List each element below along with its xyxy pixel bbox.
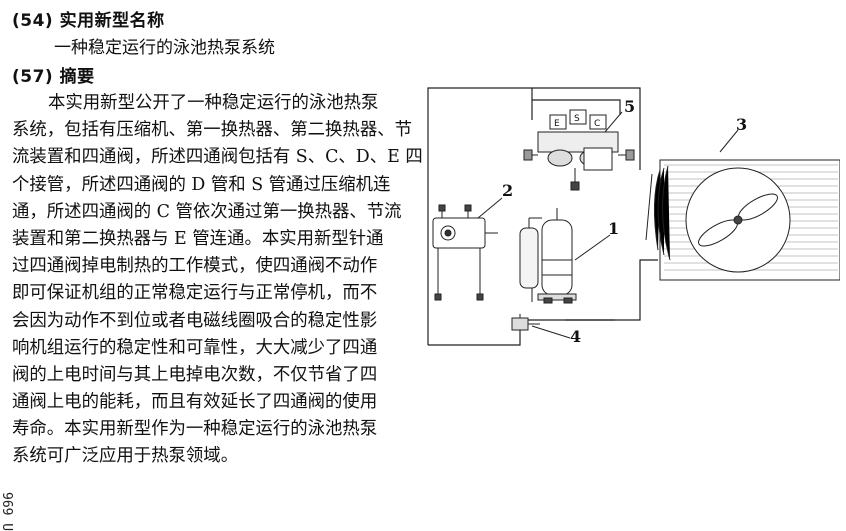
margin-document-code: 969 U <box>0 492 14 531</box>
abstract-line: 通，所述四通阀的 C 管依次通过第一换热器、节流 <box>12 201 402 222</box>
valve-port-s <box>569 109 587 125</box>
second-heat-exchanger <box>645 159 840 281</box>
abstract-line: 寿命。本实用新型作为一种稳定运行的泳池热泵 <box>12 419 378 440</box>
label-4: 4 <box>570 327 581 346</box>
abstract-line: 过四通阀掉电制热的工作模式，使四通阀不动作 <box>12 256 378 277</box>
pipe-valve-top <box>532 99 621 115</box>
label-5: 5 <box>624 97 635 116</box>
pipe-left-loop <box>427 87 641 345</box>
label-3: 3 <box>736 115 747 134</box>
abstract-line: 通阀上电的能耗，而且有效延长了四通阀的使用 <box>12 392 378 413</box>
abstract-line: 响机组运行的稳定性和可靠性，大大减少了四通 <box>12 337 378 358</box>
utility-model-title: 一种稳定运行的泳池热泵系统 <box>54 38 275 58</box>
compressor <box>519 208 577 304</box>
abstract-line: 即可保证机组的正常稳定运行与正常停机，而不 <box>12 283 378 304</box>
label-2: 2 <box>502 181 513 200</box>
abstract-line: 个接管，所述四通阀的 D 管和 S 管通过压缩机连 <box>12 174 391 195</box>
valve-coil <box>583 147 613 171</box>
abstract-line: 阀的上电时间与其上电掉电次数，不仅节省了四 <box>12 364 378 385</box>
abstract-line: 流装置和四通阀，所述四通阀包括有 S、C、D、E 四 <box>12 147 423 168</box>
valve-port-e <box>549 114 567 130</box>
first-heat-exchanger <box>432 204 498 301</box>
leader-lines <box>477 111 739 339</box>
valve-letter-e: E <box>554 119 560 129</box>
section-57-heading: (57) 摘要 <box>12 67 95 87</box>
compressor-shell <box>541 219 573 296</box>
valve-port-c <box>589 114 607 130</box>
valve-body <box>537 131 619 153</box>
abstract-line: 会因为动作不到位或者电磁线圈吸合的稳定性影 <box>12 310 378 331</box>
four-way-valve: E S C <box>523 109 635 191</box>
heat-pump-system-figure: E S C <box>427 87 840 346</box>
coil-pipe-1 <box>653 169 661 251</box>
abstract-line: 本实用新型公开了一种稳定运行的泳池热泵 <box>48 93 379 113</box>
throttle-device <box>511 314 540 331</box>
valve-letter-s: S <box>574 114 580 124</box>
abstract-line: 装置和第二换热器与 E 管连通。本实用新型针通 <box>12 228 384 249</box>
valve-letter-c: C <box>594 119 600 129</box>
abstract-line: 系统，包括有压缩机、第一换热器、第二换热器、节 <box>12 120 412 141</box>
valve-solenoid-left <box>547 149 573 167</box>
abstract-line: 系统可广泛应用于热泵领域。 <box>12 446 239 467</box>
compressor-accumulator <box>519 227 539 289</box>
coil-pipe-2 <box>657 167 665 256</box>
pipe-right-bottom <box>565 259 658 321</box>
abstract-text: 本实用新型公开了一种稳定运行的泳池热泵 系统，包括有压缩机、第一换热器、第二换热… <box>12 90 423 471</box>
label-1: 1 <box>608 219 619 238</box>
section-54-heading: (54) 实用新型名称 <box>12 11 165 31</box>
coil-pipe-3 <box>662 165 671 261</box>
throttle-body <box>511 317 529 331</box>
